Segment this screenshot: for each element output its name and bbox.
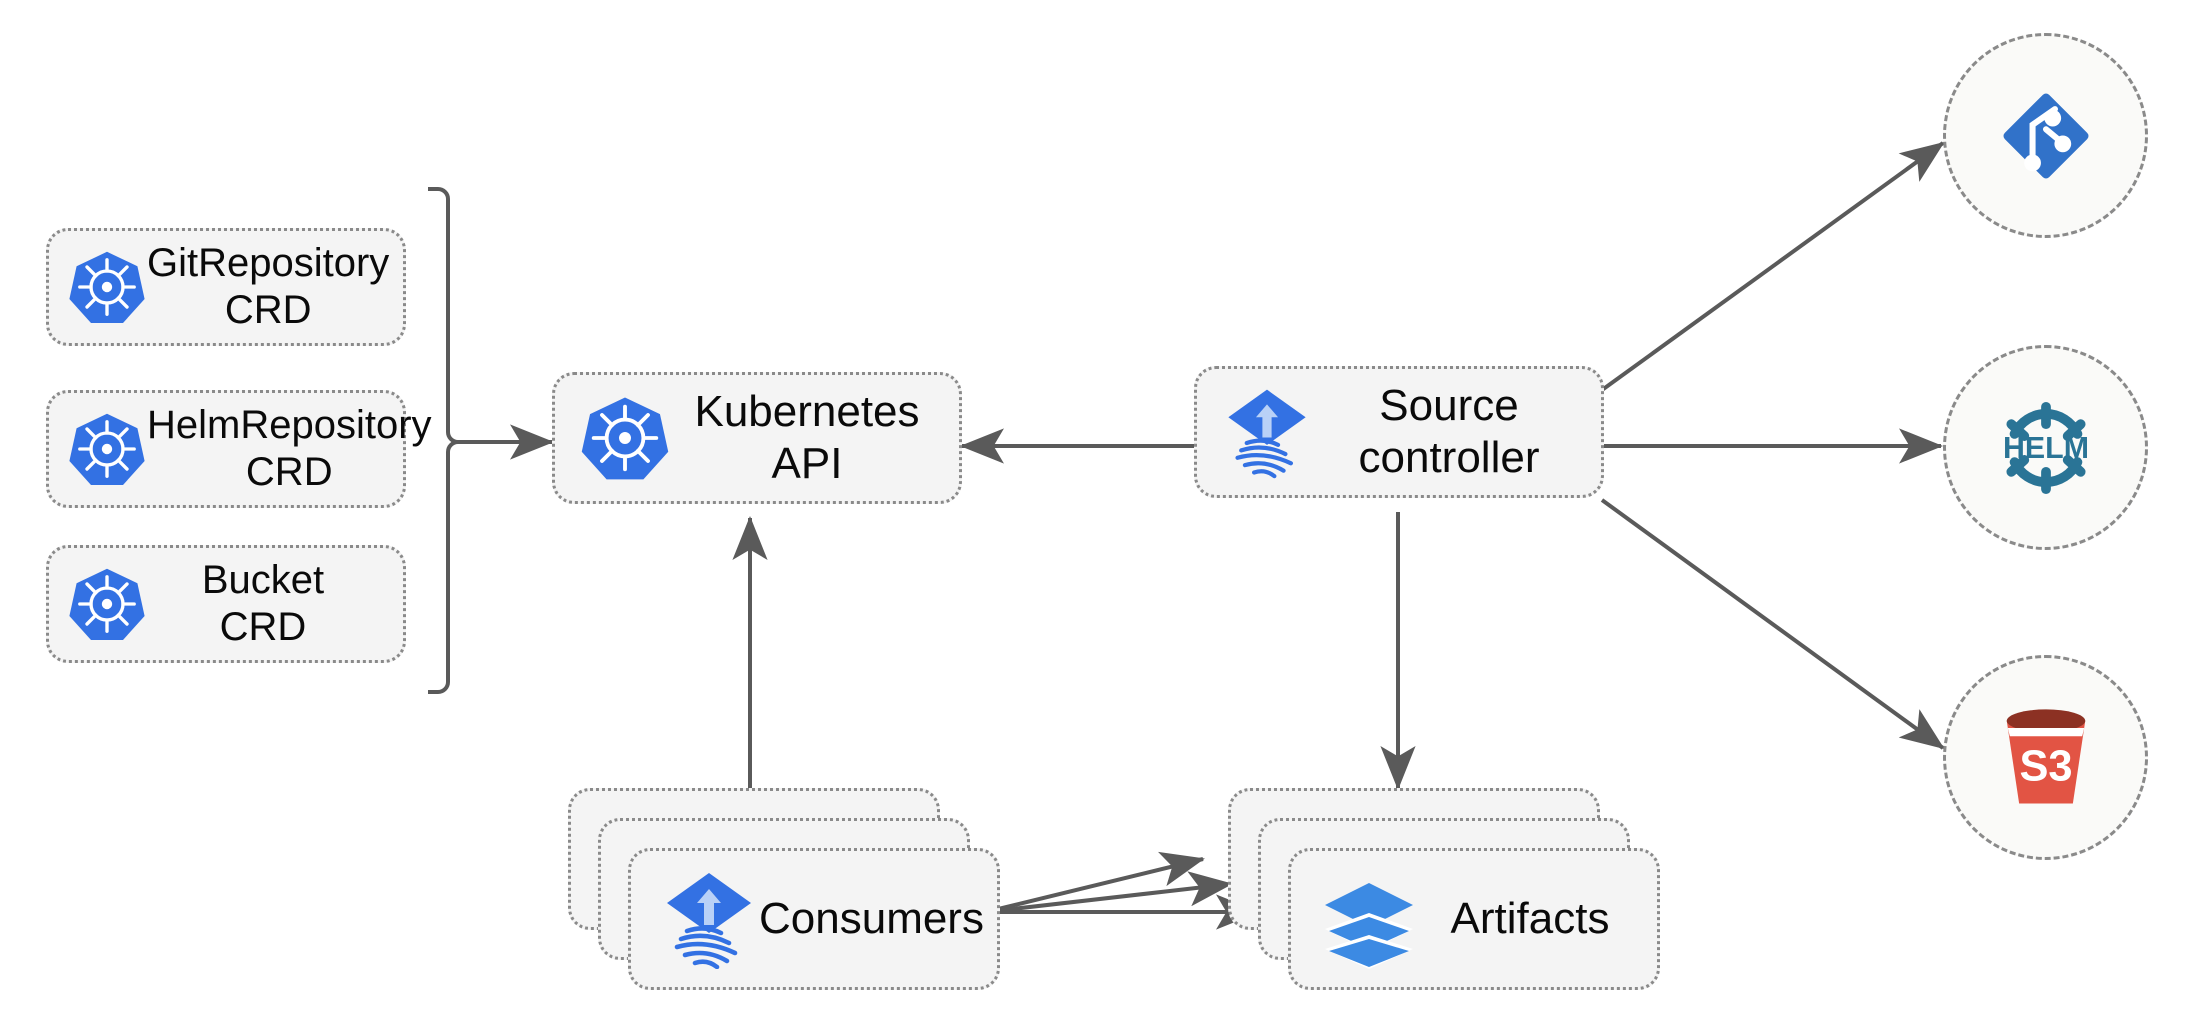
s3-bucket-icon: S3 — [1984, 696, 2108, 820]
endpoint-s3[interactable]: S3 — [1943, 655, 2148, 860]
helm-icon: HELM — [1981, 383, 2111, 513]
endpoint-helm[interactable]: HELM — [1943, 345, 2148, 550]
node-consumers[interactable]: Consumers — [628, 848, 1000, 990]
endpoint-git[interactable] — [1943, 33, 2148, 238]
edge-source-to-s3 — [1600, 498, 1945, 750]
crd-label: Bucket CRD — [201, 557, 325, 649]
edge-source-to-git — [1600, 141, 1945, 392]
s3-wordmark: S3 — [2019, 742, 2072, 790]
node-kubernetes-api[interactable]: Kubernetes API — [552, 372, 962, 504]
helm-wordmark: HELM — [2003, 431, 2089, 464]
crd-box-bucket[interactable]: Bucket CRD — [46, 545, 406, 663]
node-artifacts-stack[interactable]: Artifacts — [1228, 788, 1660, 998]
node-consumers-stack[interactable]: Consumers — [568, 788, 1000, 998]
node-label: Kubernetes API — [694, 387, 920, 488]
node-source-controller[interactable]: Source controller — [1194, 366, 1604, 498]
kubernetes-icon — [67, 564, 147, 644]
node-artifacts[interactable]: Artifacts — [1288, 848, 1660, 990]
node-label: Artifacts — [1450, 894, 1610, 943]
node-label: Source controller — [1358, 381, 1540, 482]
edge-consumers-to-artifacts-2 — [985, 871, 1233, 914]
flux-icon — [659, 869, 759, 969]
kubernetes-icon — [579, 392, 671, 484]
kubernetes-icon — [67, 409, 147, 489]
layers-icon — [1319, 869, 1419, 969]
edge-consumers-to-artifacts-1 — [985, 851, 1205, 914]
crd-label: HelmRepository CRD — [147, 402, 432, 494]
crd-box-gitrepository[interactable]: GitRepository CRD — [46, 228, 406, 346]
crd-box-helmrepository[interactable]: HelmRepository CRD — [46, 390, 432, 508]
flux-icon — [1221, 386, 1313, 479]
node-label: Consumers — [759, 894, 984, 943]
git-icon — [1990, 80, 2102, 192]
kubernetes-icon — [67, 247, 147, 327]
crd-label: GitRepository CRD — [147, 240, 390, 332]
